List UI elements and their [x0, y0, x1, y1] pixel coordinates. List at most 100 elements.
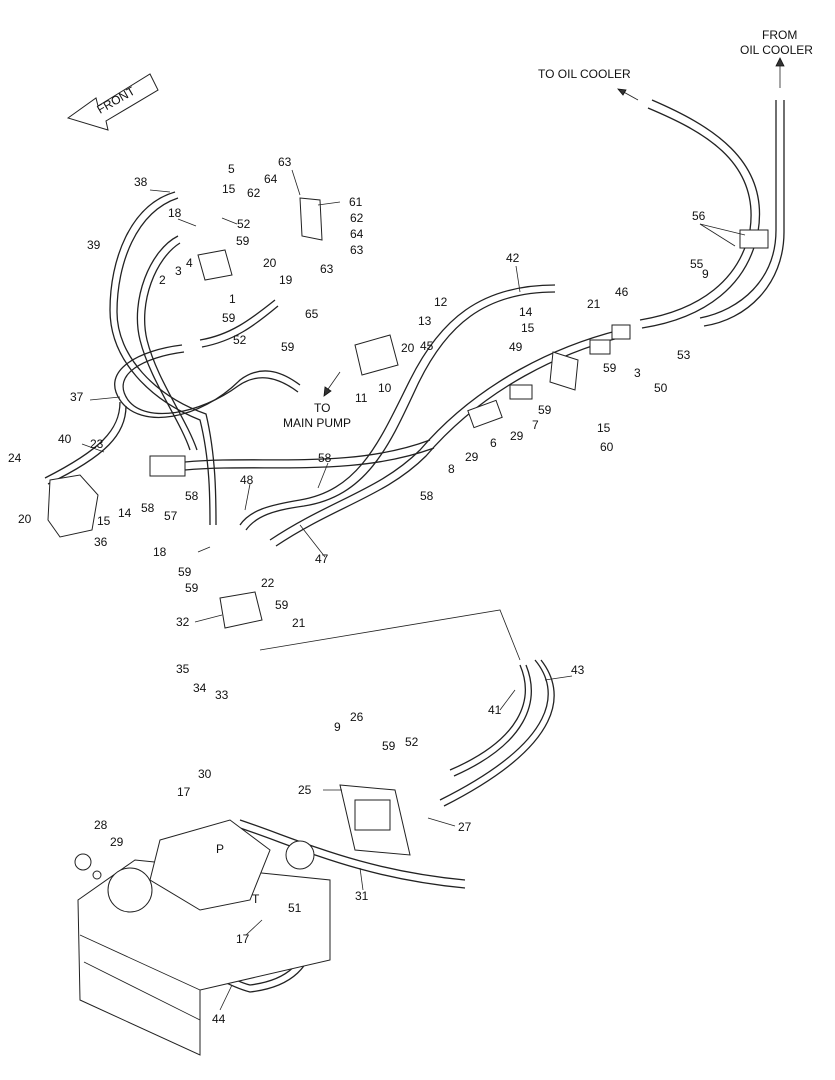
callout: 59 [538, 403, 552, 417]
callout: 51 [288, 901, 302, 915]
callout: 58 [141, 501, 155, 515]
callout: 59 [275, 598, 289, 612]
callout: 63 [320, 262, 334, 276]
from-oil-cooler-caption-line1: FROM [762, 28, 797, 42]
callout: 9 [334, 720, 341, 734]
callout: 11 [355, 391, 368, 405]
callout: 64 [264, 172, 278, 186]
callout: 59 [236, 234, 250, 248]
manifold-49 [549, 351, 579, 391]
tee-1 [197, 249, 233, 281]
callout: 14 [118, 506, 132, 520]
callout: 58 [318, 451, 332, 465]
callout: 50 [654, 381, 668, 395]
callout: 53 [677, 348, 691, 362]
block-36 [47, 474, 99, 538]
callout: 29 [110, 835, 124, 849]
callout: 58 [420, 489, 434, 503]
callout: 57 [164, 509, 178, 523]
callout: 4 [186, 256, 193, 270]
callout: 42 [506, 251, 520, 265]
flow-arrows [323, 57, 785, 397]
callout: 59 [281, 340, 295, 354]
bracket-61 [299, 197, 323, 241]
callout: 59 [222, 311, 236, 325]
callout: 41 [488, 703, 502, 717]
callout: 18 [168, 206, 182, 220]
callout: 35 [176, 662, 190, 676]
leader-lines [81, 169, 746, 1011]
callout: 52 [237, 217, 251, 231]
port-p-label: P [216, 842, 224, 856]
callout: 63 [278, 155, 292, 169]
components: P T [47, 197, 769, 1056]
callout: 3 [175, 264, 182, 278]
callout: 45 [420, 339, 434, 353]
callout: 62 [247, 186, 261, 200]
callout: 29 [465, 450, 479, 464]
callout: 32 [176, 615, 190, 629]
callout: 34 [193, 681, 207, 695]
callout: 1 [229, 292, 236, 306]
to-oil-cooler-caption: TO OIL COOLER [538, 67, 631, 81]
callout: 9 [702, 267, 709, 281]
callout: 52 [233, 333, 247, 347]
callout: 63 [350, 243, 364, 257]
callout: 20 [263, 256, 277, 270]
callout: 33 [215, 688, 229, 702]
block-10 [354, 334, 399, 376]
to-main-pump-caption-line2: MAIN PUMP [283, 416, 351, 430]
callout: 44 [212, 1012, 226, 1026]
callout: 13 [418, 314, 432, 328]
callout: 15 [97, 514, 111, 528]
callout: 19 [279, 273, 293, 287]
callout: 30 [198, 767, 212, 781]
callout: 56 [692, 209, 706, 223]
callout: 37 [70, 390, 84, 404]
callout: 43 [571, 663, 585, 677]
callout: 15 [222, 182, 236, 196]
callout: 60 [600, 440, 614, 454]
callout: 49 [509, 340, 523, 354]
callout: 62 [350, 211, 364, 225]
callout: 23 [90, 437, 104, 451]
callout: 10 [378, 381, 392, 395]
callout: 20 [401, 341, 415, 355]
callout: 27 [458, 820, 472, 834]
callout: 15 [597, 421, 611, 435]
callout: 17 [236, 932, 250, 946]
callout: 3 [634, 366, 641, 380]
callout: 6 [490, 436, 497, 450]
callout: 46 [615, 285, 629, 299]
block-32 [219, 591, 263, 629]
callout: 59 [382, 739, 396, 753]
callout: 31 [355, 889, 369, 903]
callout: 7 [532, 418, 539, 432]
callout: 64 [350, 227, 364, 241]
callout: 59 [185, 581, 199, 595]
callout: 21 [292, 616, 306, 630]
callout: 58 [185, 489, 199, 503]
callout: 21 [587, 297, 601, 311]
callout: 22 [261, 576, 275, 590]
to-main-pump-caption-line1: TO [314, 401, 330, 415]
callout: 26 [350, 710, 364, 724]
callout: 24 [8, 451, 22, 465]
callout: 40 [58, 432, 72, 446]
callout: 5 [228, 162, 235, 176]
callout: 55 [690, 257, 704, 271]
callout: 14 [519, 305, 533, 319]
callout: 12 [434, 295, 448, 309]
callout: 8 [448, 462, 455, 476]
callout: 2 [159, 273, 166, 287]
callout: 48 [240, 473, 254, 487]
callout: 18 [153, 545, 167, 559]
port-t-label: T [252, 892, 260, 906]
callout: 52 [405, 735, 419, 749]
callout: 15 [521, 321, 535, 335]
callout: 20 [18, 512, 32, 526]
callout: 36 [94, 535, 108, 549]
callout: 61 [349, 195, 363, 209]
callout: 17 [177, 785, 191, 799]
